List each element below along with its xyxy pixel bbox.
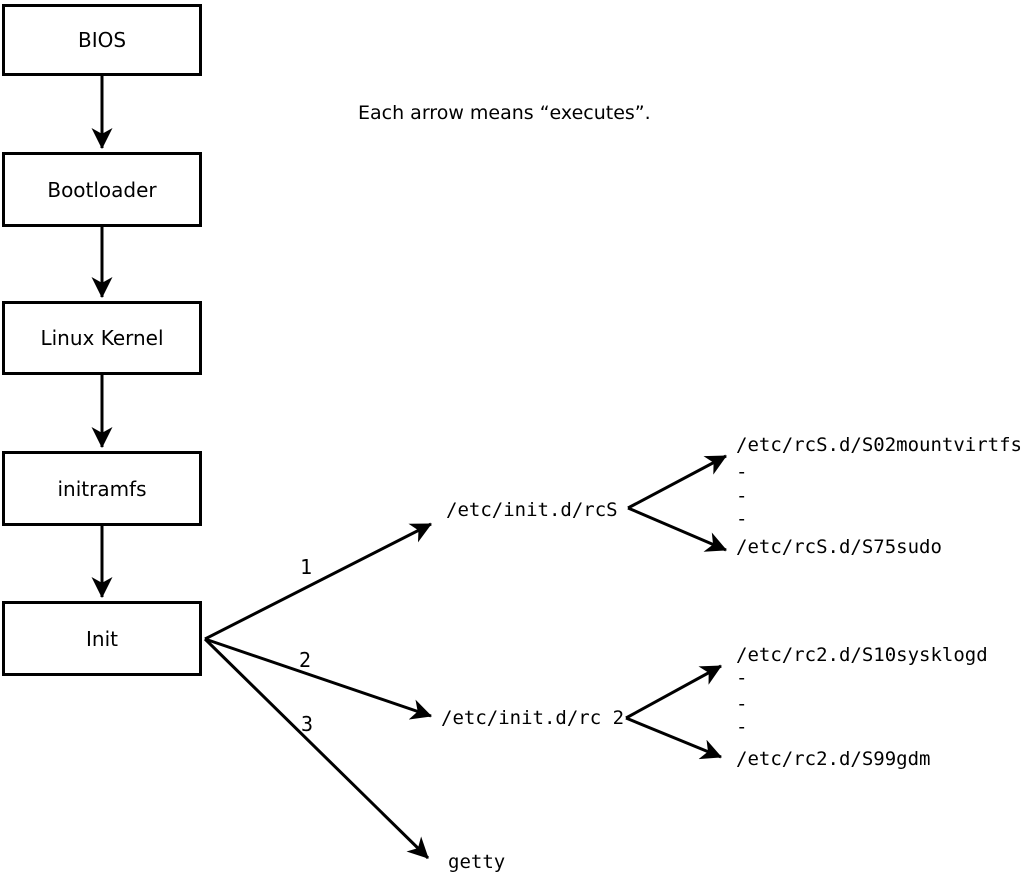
arrow-rc2-to-s10 (625, 664, 722, 720)
box-bootloader: Bootloader (2, 152, 202, 227)
box-init: Init (2, 601, 202, 676)
rcs-ellipsis-dash-1: - (736, 461, 748, 483)
box-initramfs-label: initramfs (57, 476, 147, 501)
arrow-rcs-to-s75 (627, 506, 727, 552)
arrow-init-to-rc2 (204, 637, 432, 720)
arrow-rcs-to-s02 (627, 454, 727, 510)
box-init-label: Init (86, 626, 118, 651)
rc2-script-s99gdm: /etc/rc2.d/S99gdm (736, 748, 931, 770)
box-initramfs: initramfs (2, 451, 202, 526)
rcs-ellipsis-dash-2: - (736, 485, 748, 507)
arrow-rc2-to-s99 (625, 716, 722, 760)
rcs-script-s02mountvirtfs: /etc/rcS.d/S02mountvirtfs (736, 434, 1022, 456)
box-linux-kernel: Linux Kernel (2, 301, 202, 375)
target-init-d-rcs: /etc/init.d/rcS (446, 499, 618, 521)
rc2-ellipsis-dash-3: - (736, 716, 748, 738)
rc2-ellipsis-dash-1: - (736, 667, 748, 689)
arrow-label-3: 3 (301, 712, 314, 736)
arrow-init-to-rcs (204, 522, 432, 641)
legend-note: Each arrow means “executes”. (358, 102, 651, 124)
rcs-script-s75sudo: /etc/rcS.d/S75sudo (736, 536, 942, 558)
target-init-d-rc2: /etc/init.d/rc 2 (441, 707, 625, 729)
box-bios-label: BIOS (77, 28, 127, 52)
box-bios: BIOS (2, 4, 202, 76)
box-bootloader-label: Bootloader (47, 177, 157, 202)
rc2-ellipsis-dash-2: - (736, 693, 748, 715)
rcs-ellipsis-dash-3: - (736, 508, 748, 530)
arrow-label-2: 2 (299, 648, 312, 672)
rc2-script-s10sysklogd: /etc/rc2.d/S10sysklogd (736, 644, 988, 666)
box-linux-kernel-label: Linux Kernel (40, 326, 164, 350)
arrow-label-1: 1 (300, 555, 313, 579)
target-getty: getty (448, 851, 506, 873)
arrow-init-to-getty (203, 637, 430, 860)
